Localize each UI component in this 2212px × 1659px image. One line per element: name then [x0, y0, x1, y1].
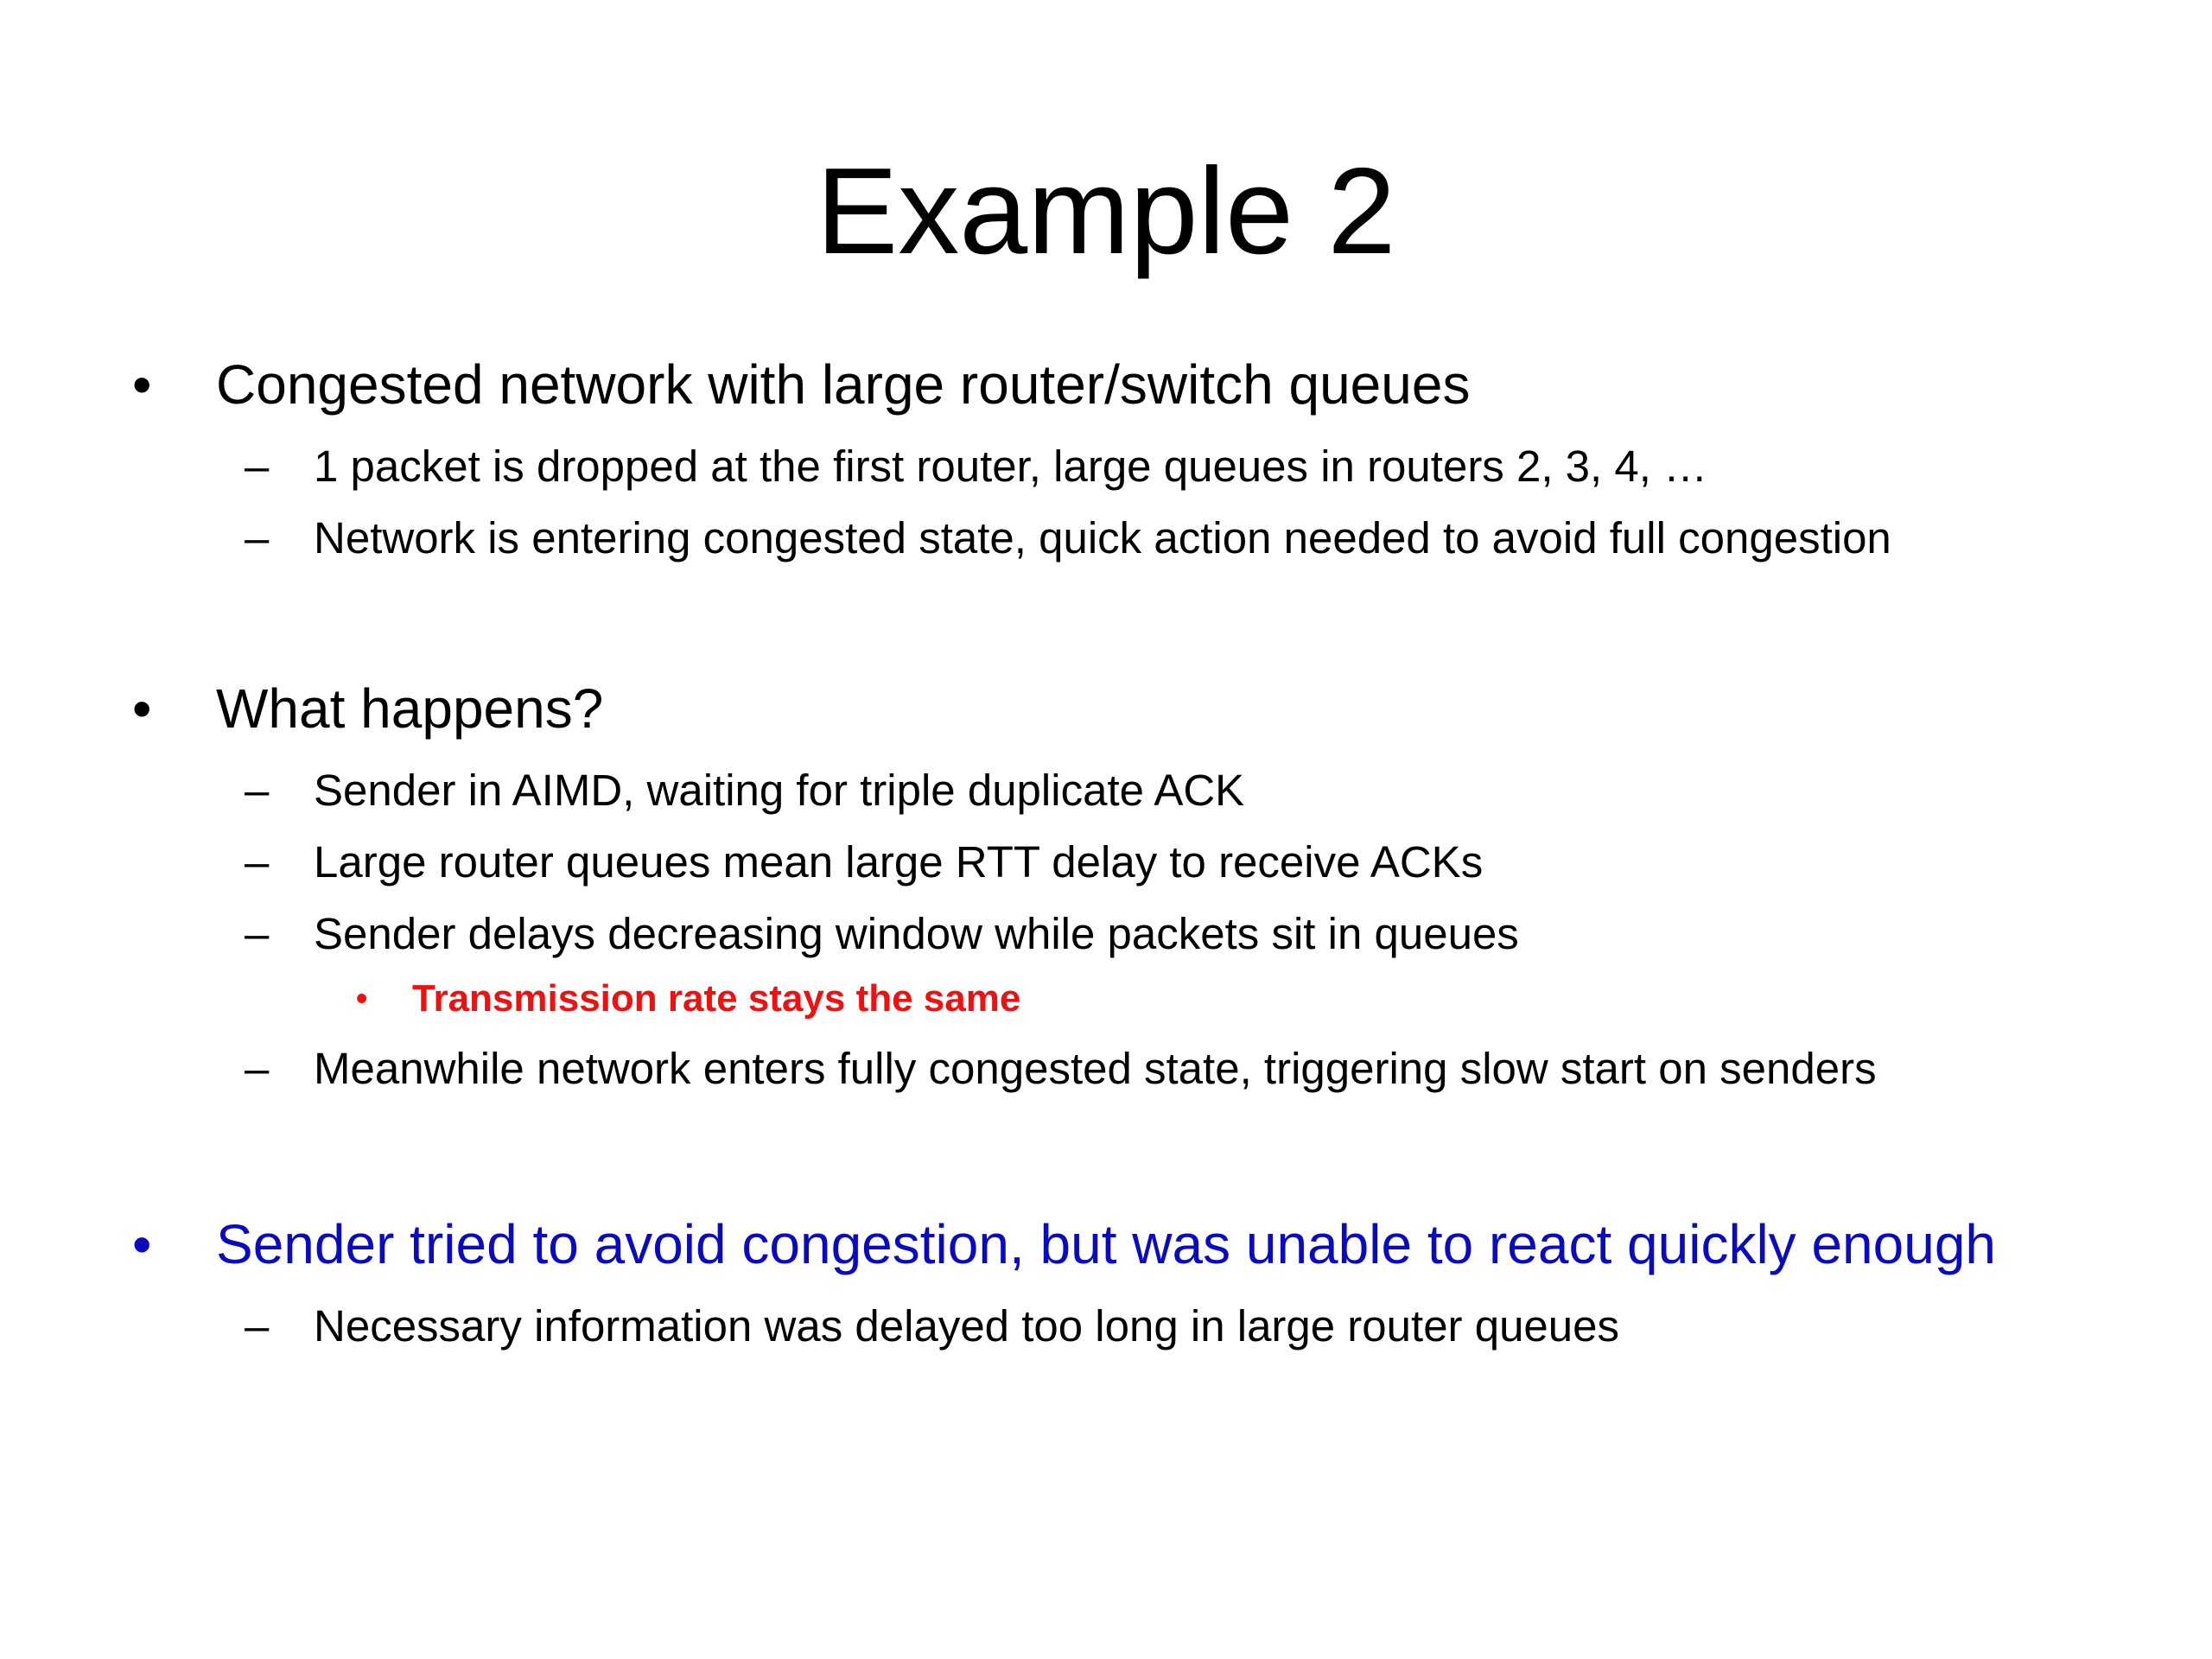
dash-marker: – — [245, 909, 270, 958]
dash-marker: – — [245, 1044, 270, 1093]
bullet-text: What happens? — [216, 677, 604, 740]
bullet-text: Congested network with large router/swit… — [216, 353, 1471, 416]
subbullet-text: Necessary information was delayed too lo… — [314, 1301, 1620, 1351]
bullet-marker: • — [132, 353, 152, 416]
subbullet-text: Network is entering congested state, qui… — [314, 513, 1891, 563]
subsubbullet-text: Transmission rate stays the same — [412, 977, 1021, 1020]
dash-marker: – — [245, 766, 270, 815]
subbullet-text: Meanwhile network enters fully congested… — [314, 1044, 1877, 1093]
subbullet-text: 1 packet is dropped at the first router,… — [314, 442, 1708, 491]
dash-marker: – — [245, 1301, 270, 1351]
dash-marker: – — [245, 442, 270, 491]
subbullet-text: Large router queues mean large RTT delay… — [314, 837, 1484, 887]
subbullet-text: Sender delays decreasing window while pa… — [314, 909, 1519, 958]
dash-marker: – — [245, 513, 270, 563]
bullet-marker: • — [132, 677, 152, 740]
slide-title: Example 2 — [816, 143, 1396, 280]
dash-marker: – — [245, 837, 270, 887]
bullet-marker: • — [356, 981, 368, 1017]
bullet-marker: • — [132, 1213, 152, 1275]
bullet-text: Sender tried to avoid congestion, but wa… — [216, 1213, 1996, 1275]
subbullet-text: Sender in AIMD, waiting for triple dupli… — [314, 766, 1245, 815]
